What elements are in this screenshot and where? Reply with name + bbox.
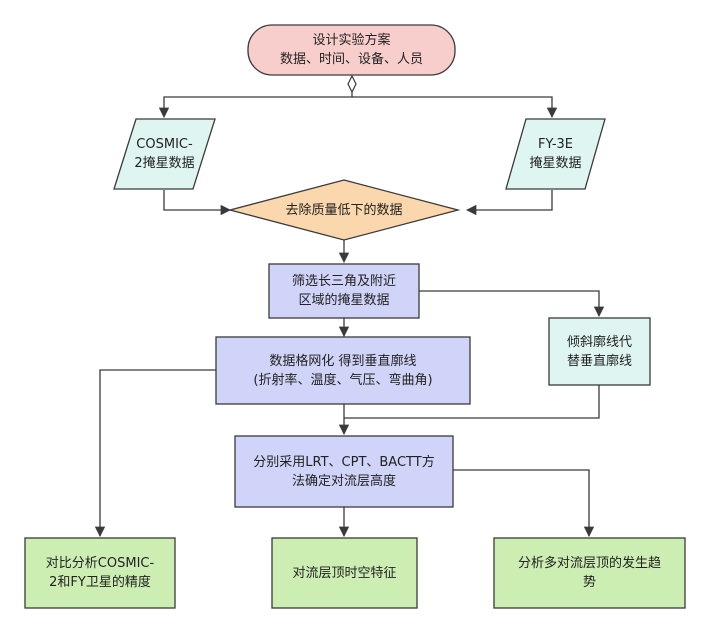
edge-methods-to-multi bbox=[453, 469, 595, 538]
edge-slant-to-methods bbox=[344, 385, 600, 419]
node-cosmic-line1: COSMIC- bbox=[136, 137, 193, 152]
node-start-line2: 数据、时间、设备、人员 bbox=[279, 52, 423, 67]
node-compare-shape bbox=[24, 537, 176, 609]
node-multi-line2: 势 bbox=[582, 575, 596, 590]
node-fy3e-line2: 掩星数据 bbox=[529, 156, 582, 171]
node-grid-line2: (折射率、温度、气压、弯曲角) bbox=[253, 372, 433, 388]
node-spatiotemporal[interactable]: 对流层顶时空特征 bbox=[272, 538, 417, 608]
node-spatio-shape bbox=[271, 537, 418, 609]
node-filter[interactable]: 去除质量低下的数据 bbox=[250, 195, 438, 225]
edge-fy3e-to-filter bbox=[465, 190, 553, 216]
node-methods-line1: 分别采用LRT、CPT、BACTT方 bbox=[253, 454, 435, 470]
node-select-line1: 筛选长三角及附近 bbox=[291, 274, 396, 289]
node-fy3e-line1: FY-3E bbox=[537, 137, 574, 152]
node-multi-shape bbox=[493, 537, 686, 609]
node-start-line1: 设计实验方案 bbox=[312, 33, 391, 48]
edge-grid-to-compare bbox=[94, 369, 216, 538]
edge-cosmic-to-filter bbox=[163, 190, 232, 216]
edge-select-to-slant bbox=[419, 290, 605, 318]
node-grid-shape bbox=[215, 336, 471, 405]
node-select-region[interactable]: 筛选长三角及附近 区域的掩星数据 bbox=[269, 264, 419, 318]
node-filter-shape bbox=[227, 179, 461, 241]
node-methods[interactable]: 分别采用LRT、CPT、BACTT方 法确定对流层高度 bbox=[235, 436, 453, 507]
node-compare-line2: 2和FY卫星的精度 bbox=[49, 575, 151, 590]
node-compare-line1: 对比分析COSMIC- bbox=[45, 556, 155, 571]
node-spatio-label: 对流层顶时空特征 bbox=[292, 565, 397, 581]
node-grid-line1: 数据格网化 得到垂直廓线 bbox=[269, 353, 417, 369]
node-select-shape bbox=[268, 263, 420, 319]
node-methods-line2: 法确定对流层高度 bbox=[291, 473, 396, 489]
node-filter-label: 去除质量低下的数据 bbox=[285, 202, 403, 218]
node-slant-shape bbox=[548, 317, 651, 386]
node-fy3e[interactable]: FY-3E 掩星数据 bbox=[506, 119, 605, 189]
node-slant-line1: 倾斜廓线代 bbox=[566, 334, 632, 350]
node-slant-profile[interactable]: 倾斜廓线代 替垂直廓线 bbox=[549, 318, 650, 385]
node-cosmic-line2: 2掩星数据 bbox=[134, 156, 195, 171]
node-cosmic-shape bbox=[113, 118, 216, 190]
node-multi-tropopause[interactable]: 分析多对流层顶的发生趋 势 bbox=[494, 538, 685, 608]
node-start-shape bbox=[247, 24, 456, 76]
node-multi-line1: 分析多对流层顶的发生趋 bbox=[517, 556, 661, 571]
node-start[interactable]: 设计实验方案 数据、时间、设备、人员 bbox=[248, 25, 455, 75]
node-fy3e-shape bbox=[505, 118, 606, 190]
node-compare-accuracy[interactable]: 对比分析COSMIC- 2和FY卫星的精度 bbox=[25, 538, 175, 608]
diamond-connector-icon bbox=[347, 74, 357, 94]
node-grid-profile[interactable]: 数据格网化 得到垂直廓线 (折射率、温度、气压、弯曲角) bbox=[216, 337, 470, 404]
node-cosmic[interactable]: COSMIC- 2掩星数据 bbox=[114, 119, 215, 189]
node-methods-shape bbox=[234, 435, 454, 508]
node-select-line2: 区域的掩星数据 bbox=[298, 293, 390, 308]
edge-start-to-fy3e bbox=[352, 96, 558, 119]
edge-start-to-cosmic bbox=[158, 83, 353, 119]
node-slant-line2: 替垂直廓线 bbox=[566, 353, 632, 369]
